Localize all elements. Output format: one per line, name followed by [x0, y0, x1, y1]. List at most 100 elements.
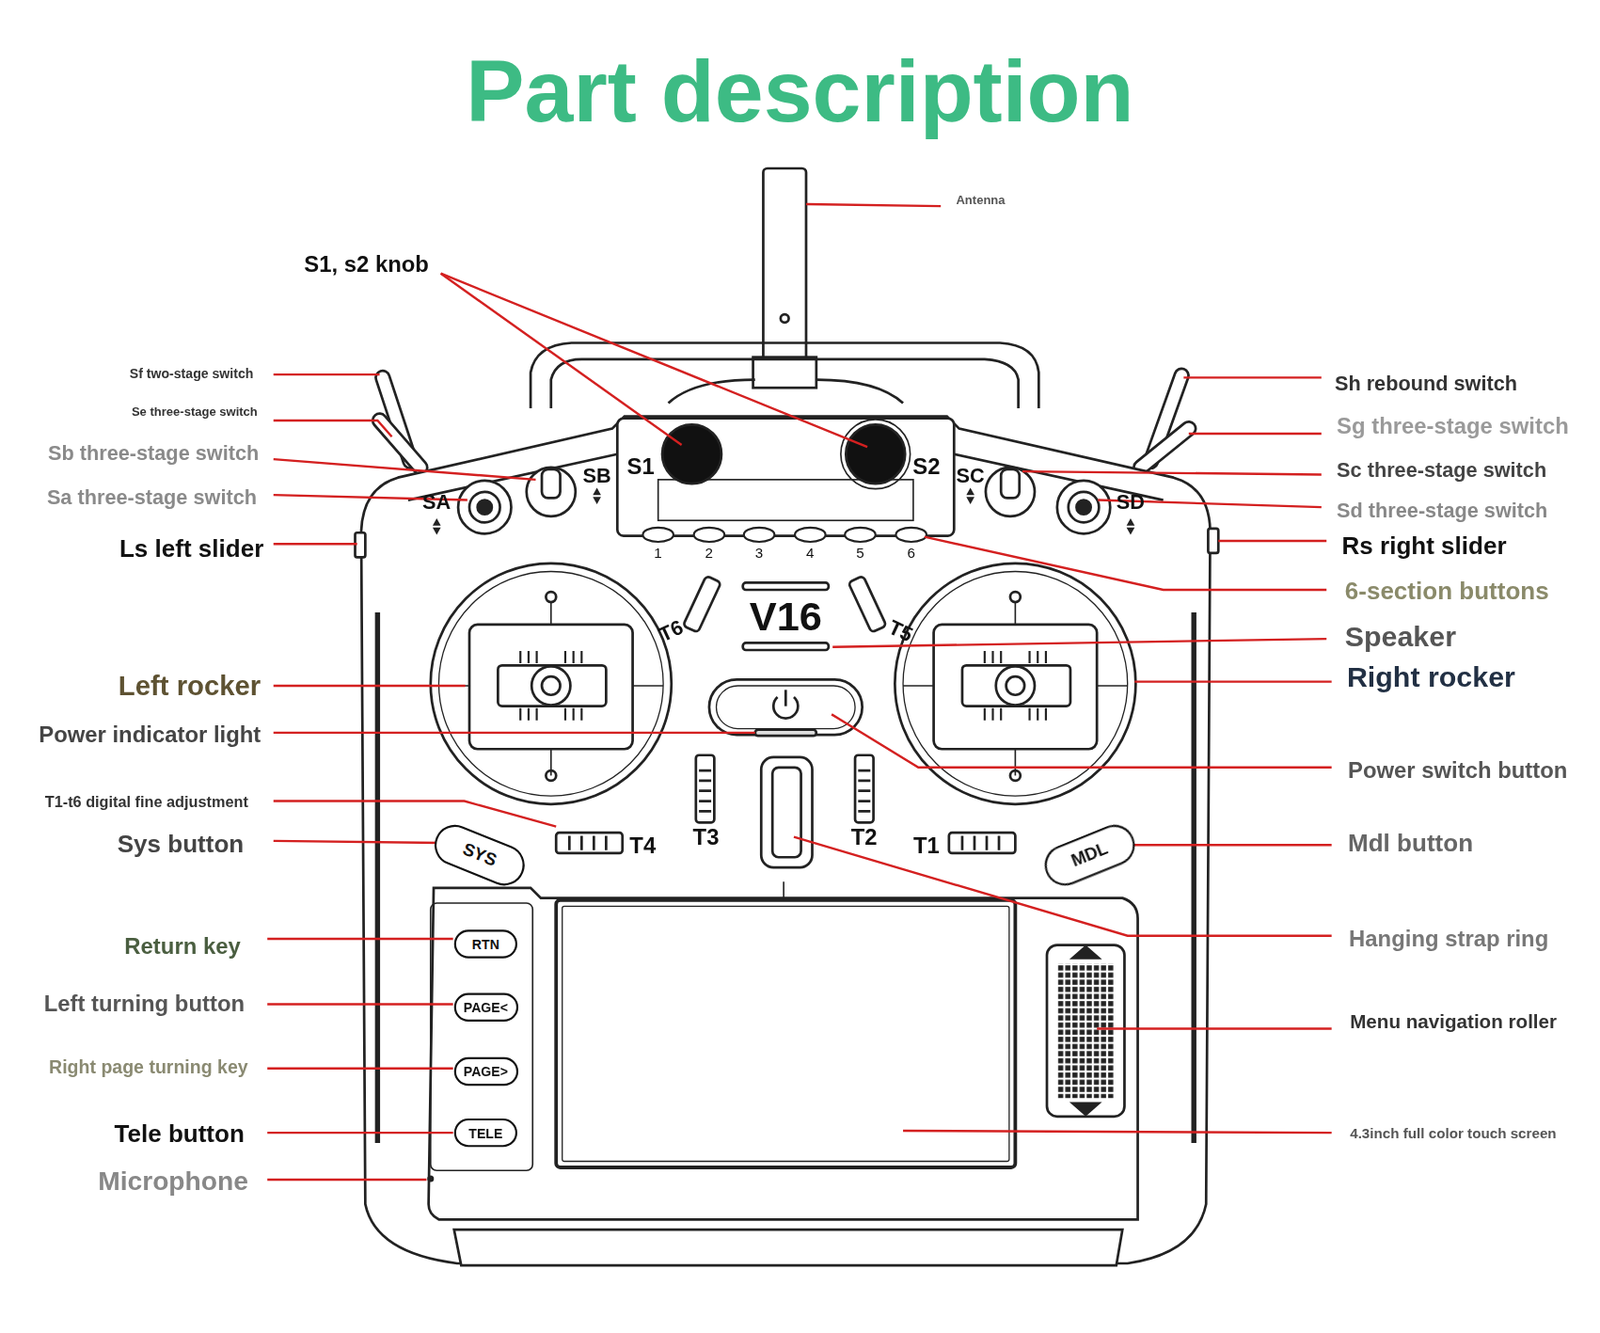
leader-lines: [273, 459, 537, 480]
printed-marking: T4: [629, 832, 656, 858]
power-button: [784, 689, 788, 706]
screen-area: [428, 887, 1139, 1220]
gimbals: [531, 665, 571, 705]
screen-area: [428, 1176, 433, 1181]
six-buttons: [794, 527, 826, 542]
three-stage-switches: [985, 467, 1035, 517]
leader-lines: [902, 1130, 1332, 1133]
gimbals: [438, 570, 664, 796]
knob-panel: [658, 479, 914, 521]
gimbals: [545, 770, 556, 781]
speaker-and-trims: [857, 770, 871, 811]
leader-lines: [267, 1131, 453, 1134]
knob-panel: [845, 424, 905, 484]
gimbals: [962, 665, 1071, 706]
button-label: RTN: [472, 935, 500, 951]
speaker-and-trims: [848, 575, 887, 633]
antenna: [762, 168, 807, 363]
three-stage-switches: [458, 480, 511, 534]
three-stage-switches: [1057, 480, 1110, 534]
part-label: Ls left slider: [119, 534, 264, 563]
power-button: [709, 679, 863, 736]
printed-marking: T3: [693, 823, 720, 850]
three-stage-switches: [1076, 500, 1091, 515]
leader-lines: [273, 420, 393, 437]
three-stage-switches: [1068, 491, 1100, 523]
three-stage-switches: [432, 488, 1135, 536]
speaker-and-trims: [569, 835, 606, 850]
three-stage-switches: [1000, 469, 1020, 498]
leader-lines: [1096, 1027, 1332, 1030]
speaker-and-trims: [743, 642, 829, 650]
printed-marking: SA: [422, 490, 451, 514]
six-buttons: [642, 527, 927, 542]
leader-lines: [441, 273, 682, 445]
part-label: Speaker: [1345, 620, 1457, 654]
part-label: Sys button: [117, 829, 245, 858]
part-label: Tele button: [113, 1119, 244, 1148]
leader-lines: [1188, 432, 1322, 435]
printed-marking: 2: [705, 544, 713, 561]
leader-lines: [273, 731, 756, 734]
part-label: Return key: [124, 933, 240, 959]
printed-marking: SD: [1116, 490, 1145, 514]
speaker-and-trims: [696, 755, 715, 824]
gimbals: [541, 676, 561, 696]
screen-area: [782, 881, 785, 901]
knob-panel: [840, 419, 911, 490]
carry-handle: [668, 380, 904, 404]
part-label: Sb three-stage switch: [47, 441, 259, 465]
printed-marking: 3: [755, 544, 763, 561]
printed-marking: 6: [906, 544, 915, 561]
printed-marking: S2: [912, 453, 940, 479]
gimbals: [469, 624, 634, 749]
button-label: SYS: [459, 839, 500, 872]
housing: [454, 1229, 1124, 1266]
speaker-and-trims: [855, 755, 874, 824]
screen-area: [1046, 945, 1125, 1117]
part-label: T1-t6 digital fine adjustment: [45, 792, 249, 810]
button-label: PAGE<: [463, 999, 508, 1015]
strap-ring: [760, 757, 812, 868]
part-label: Mdl button: [1347, 828, 1474, 857]
carry-handle: [530, 342, 1039, 408]
antenna: [753, 357, 817, 389]
three-stage-switches: [432, 467, 1135, 536]
leader-lines: [273, 684, 466, 687]
gimbals: [545, 591, 556, 602]
part-label: Menu navigation roller: [1349, 1011, 1557, 1034]
strap-ring: [760, 757, 812, 868]
button-label: PAGE>: [463, 1063, 508, 1079]
gimbals: [902, 570, 1128, 796]
power-button: [755, 729, 817, 737]
speaker-and-trims: [682, 575, 721, 633]
leader-lines: [267, 1002, 453, 1005]
gimbals: [996, 665, 1035, 705]
power-button: [709, 679, 863, 735]
button-label: MDL: [1068, 839, 1111, 872]
printed-marking: 1: [653, 544, 662, 561]
part-label: Antenna: [955, 193, 1005, 208]
antenna: [753, 168, 817, 388]
part-label: Se three-stage switch: [131, 405, 258, 420]
knob-panel: [662, 424, 722, 484]
speaker-and-trims: [743, 582, 829, 590]
leader-lines: [273, 840, 442, 843]
levers: [380, 420, 421, 468]
part-label: Right page turning key: [48, 1056, 249, 1078]
screen-area: [1057, 963, 1115, 1098]
housing: [375, 612, 381, 1143]
three-stage-switches: [526, 467, 576, 517]
part-label: Power indicator light: [38, 720, 261, 746]
part-label: Sg three-stage switch: [1336, 412, 1569, 439]
leader-lines: [1183, 376, 1321, 379]
speaker-and-trims: [555, 832, 623, 854]
leader-lines: [267, 937, 453, 940]
printed-marking: SC: [955, 463, 984, 488]
housing: [361, 416, 1211, 1264]
leader-lines: [1134, 680, 1331, 682]
gimbals: [497, 665, 606, 706]
printed-marking: S1: [627, 453, 655, 479]
part-label: Right rocker: [1346, 661, 1516, 695]
